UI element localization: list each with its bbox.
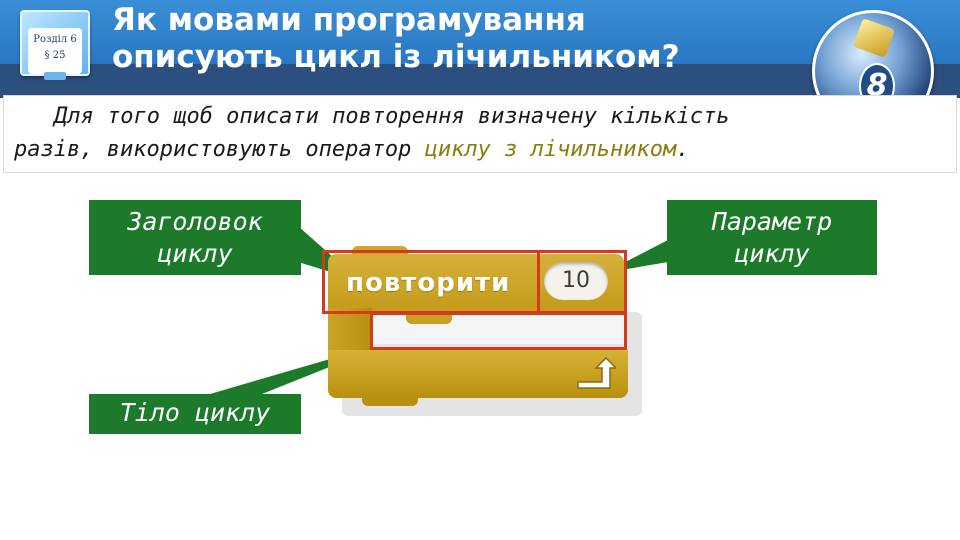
highlight-loop-parameter — [537, 250, 627, 314]
label-loop-header-line1: Заголовок — [127, 207, 263, 236]
section-paragraph: § 25 — [44, 50, 66, 61]
intro-line-2-prefix: разів, використовують оператор — [14, 137, 425, 162]
label-loop-header: Заголовок циклу — [89, 200, 301, 275]
label-loop-body: Тіло циклу — [89, 394, 301, 434]
highlight-loop-header — [322, 250, 540, 314]
repeat-block[interactable]: повторити 10 — [322, 238, 652, 428]
label-loop-header-line2: циклу — [157, 239, 233, 268]
block-bottom-tab — [362, 396, 418, 406]
section-badge: Розділ 6 § 25 — [14, 6, 96, 84]
header-bar — [0, 0, 960, 98]
label-loop-parameter-line1: Параметр — [711, 207, 833, 236]
globe-icon — [852, 18, 896, 58]
repeat-count-input[interactable]: 10 — [544, 262, 608, 300]
header-stripe — [0, 0, 960, 64]
label-loop-parameter: Параметр циклу — [667, 200, 877, 275]
highlight-loop-body — [370, 312, 627, 350]
block-keyword: повторити — [346, 268, 511, 298]
section-chapter: Розділ 6 — [33, 34, 77, 45]
repeat-arrow-icon — [577, 356, 616, 389]
intro-text: Для того щоб описати повторення визначен… — [14, 100, 954, 166]
intro-line-1: Для того щоб описати повторення визначен… — [54, 104, 730, 129]
label-loop-parameter-line2: циклу — [734, 239, 810, 268]
intro-line-2-suffix: . — [676, 137, 690, 162]
page-title: Як мовами програмування описують цикл із… — [112, 2, 802, 76]
header-band — [0, 64, 960, 98]
title-line-2: описують цикл із лічильником? — [112, 39, 680, 75]
intro-line-2: разів, використовують оператор циклу з л… — [14, 133, 954, 166]
monitor-stand — [44, 72, 66, 80]
title-line-1: Як мовами програмування — [112, 2, 586, 38]
block-inner-notch — [406, 314, 452, 324]
block-footer — [328, 350, 628, 398]
intro-box: Для того щоб описати повторення визначен… — [4, 96, 956, 172]
intro-highlight: циклу з лічильником — [424, 137, 677, 162]
section-badge-label: Розділ 6 § 25 — [28, 28, 82, 74]
